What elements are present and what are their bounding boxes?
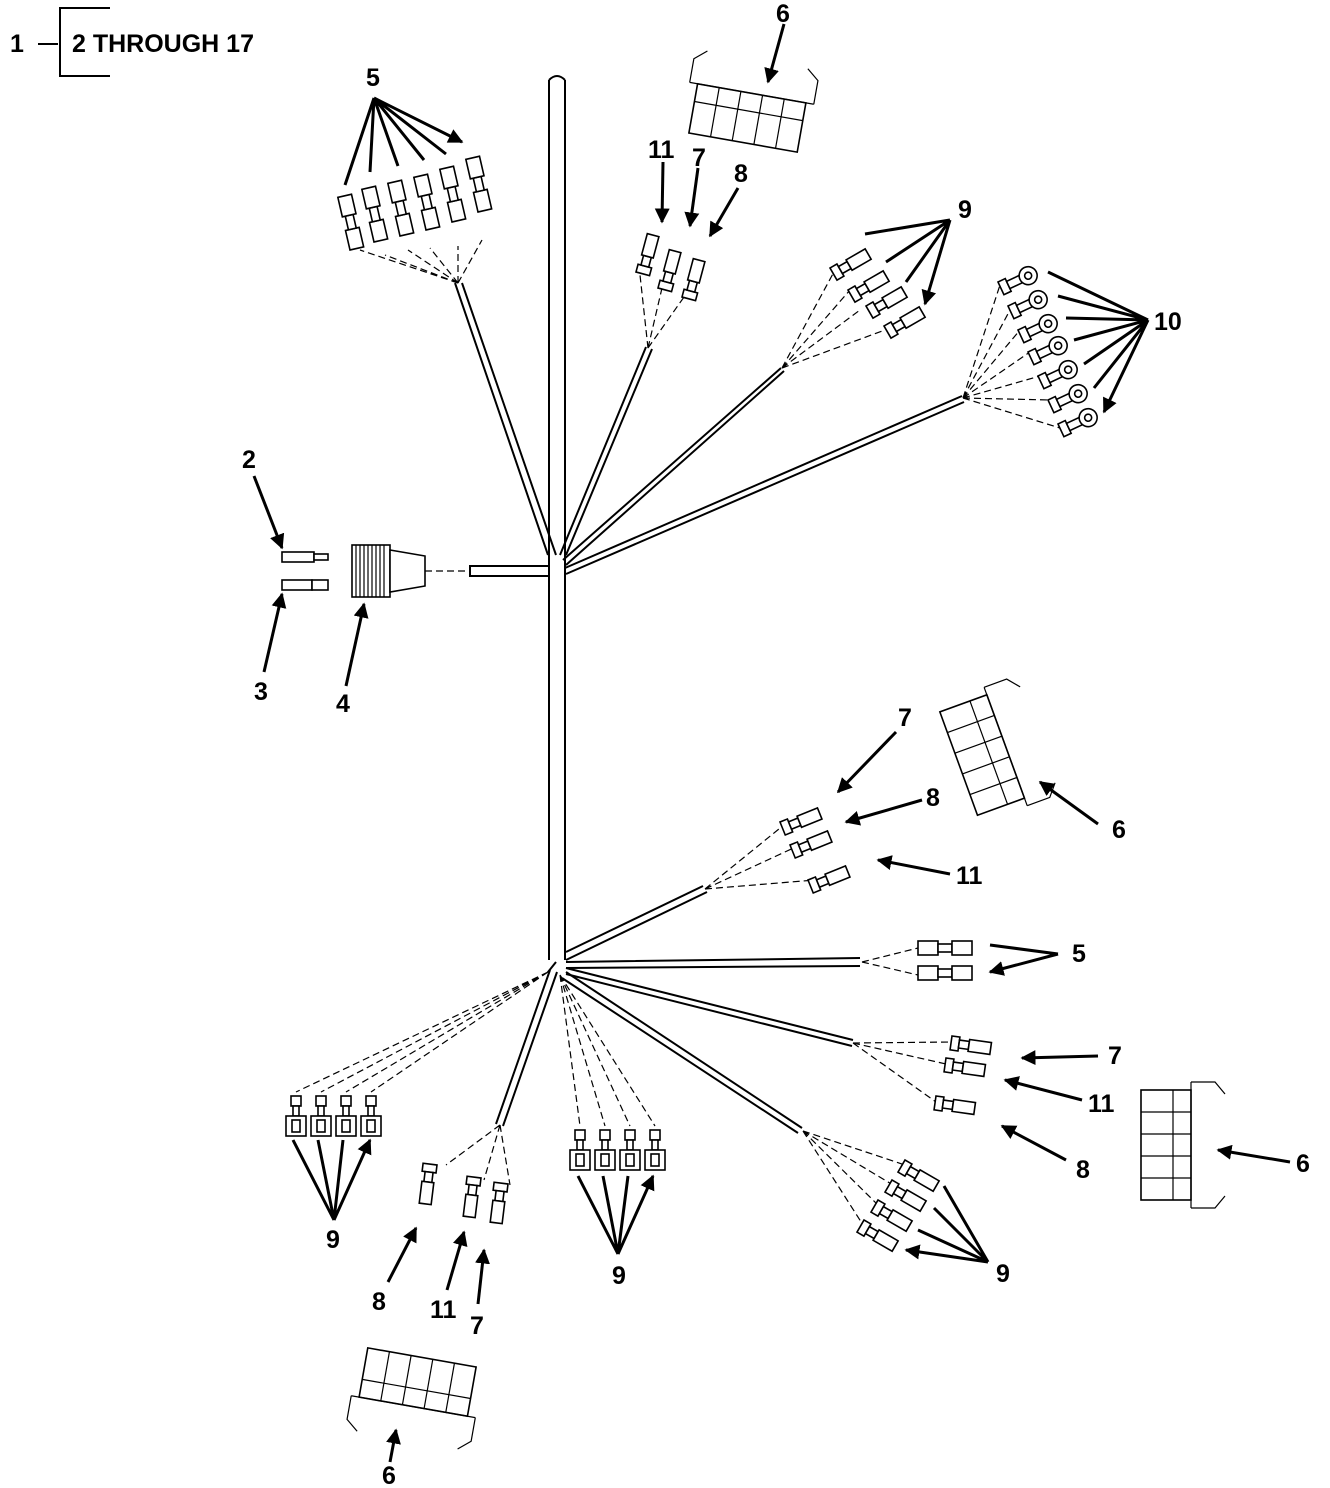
terminals-top: [635, 232, 707, 302]
callout-10: 10: [1154, 308, 1182, 336]
callout-6-bottom: 6: [382, 1462, 396, 1488]
fan-9-top: [781, 269, 886, 369]
terminals-9-top: [829, 247, 927, 339]
fan-butt-right: [861, 947, 919, 976]
callout-8-right-mid: 8: [1076, 1156, 1090, 1184]
callout-6-right-lower: 6: [1296, 1150, 1310, 1178]
fan-10: [962, 284, 1061, 429]
connector-6-right-upper: [936, 674, 1060, 824]
callout-11-bottom: 11: [430, 1296, 457, 1324]
callout-9-bottom-center: 9: [612, 1262, 626, 1290]
callout-6-right-upper: 6: [1112, 816, 1126, 844]
callout-5-top: 5: [366, 64, 380, 92]
terminals-9-bottom-center: [569, 1129, 666, 1171]
main-trunk: [548, 75, 566, 960]
callout-5-right: 5: [1072, 940, 1086, 968]
callout-7-right-mid: 7: [1108, 1042, 1122, 1070]
fan-terminals-right-mid: [852, 1041, 953, 1103]
butt-connectors-top: [337, 155, 493, 251]
callout-7-top: 7: [692, 144, 706, 172]
callout-11-top: 11: [648, 136, 675, 164]
callout-8-right-upper: 8: [926, 784, 940, 812]
terminals-bottom: [417, 1162, 509, 1225]
fan-9-bottom-left: [295, 971, 549, 1093]
pin-contact-2: [281, 551, 329, 563]
callout-3: 3: [254, 678, 268, 706]
callout-labels: 2 3 4 5 6 11 7 8 9 10 7 8 6 11 5 7 11 8 …: [242, 0, 1310, 1488]
callout-7-bottom: 7: [470, 1312, 484, 1340]
callout-11-right-upper: 11: [956, 862, 983, 890]
fan-5-top: [359, 239, 483, 284]
connector-6-bottom: [344, 1345, 485, 1452]
connector-6-top: [680, 48, 821, 155]
callout-4: 4: [336, 690, 350, 718]
pin-contact-3: [281, 579, 329, 591]
fan-terminals-right-upper: [704, 819, 816, 890]
fan-terminals-bottom: [445, 1124, 511, 1186]
lower-branches: [495, 885, 861, 1134]
circular-connector: [351, 544, 470, 598]
upper-branches: [454, 282, 965, 577]
callout-8-bottom: 8: [372, 1288, 386, 1316]
fan-terminals-top: [639, 274, 685, 349]
terminals-9-bottom-left: [285, 1095, 382, 1137]
callout-11-right-mid: 11: [1088, 1090, 1115, 1118]
callout-9-top: 9: [958, 196, 972, 224]
callout-9-bottom-left: 9: [326, 1226, 340, 1254]
assembly-header: 1 2 THROUGH 17: [10, 7, 254, 77]
fan-9-bottom-center: [559, 974, 656, 1127]
leader-arrows: [252, 23, 1291, 1463]
callout-8-top: 8: [734, 160, 748, 188]
callout-7-right-upper: 7: [898, 704, 912, 732]
terminals-right-mid: [933, 1035, 993, 1117]
terminals-9-right-lower: [856, 1159, 941, 1253]
range-label: 2 THROUGH 17: [72, 30, 254, 58]
callout-2: 2: [242, 446, 256, 474]
callout-6-top: 6: [776, 0, 790, 28]
item-number: 1: [10, 30, 24, 58]
butt-connectors-right: [917, 940, 973, 981]
connector-6-right-lower: [1140, 1081, 1226, 1209]
callout-9-bottom-right: 9: [996, 1260, 1010, 1288]
